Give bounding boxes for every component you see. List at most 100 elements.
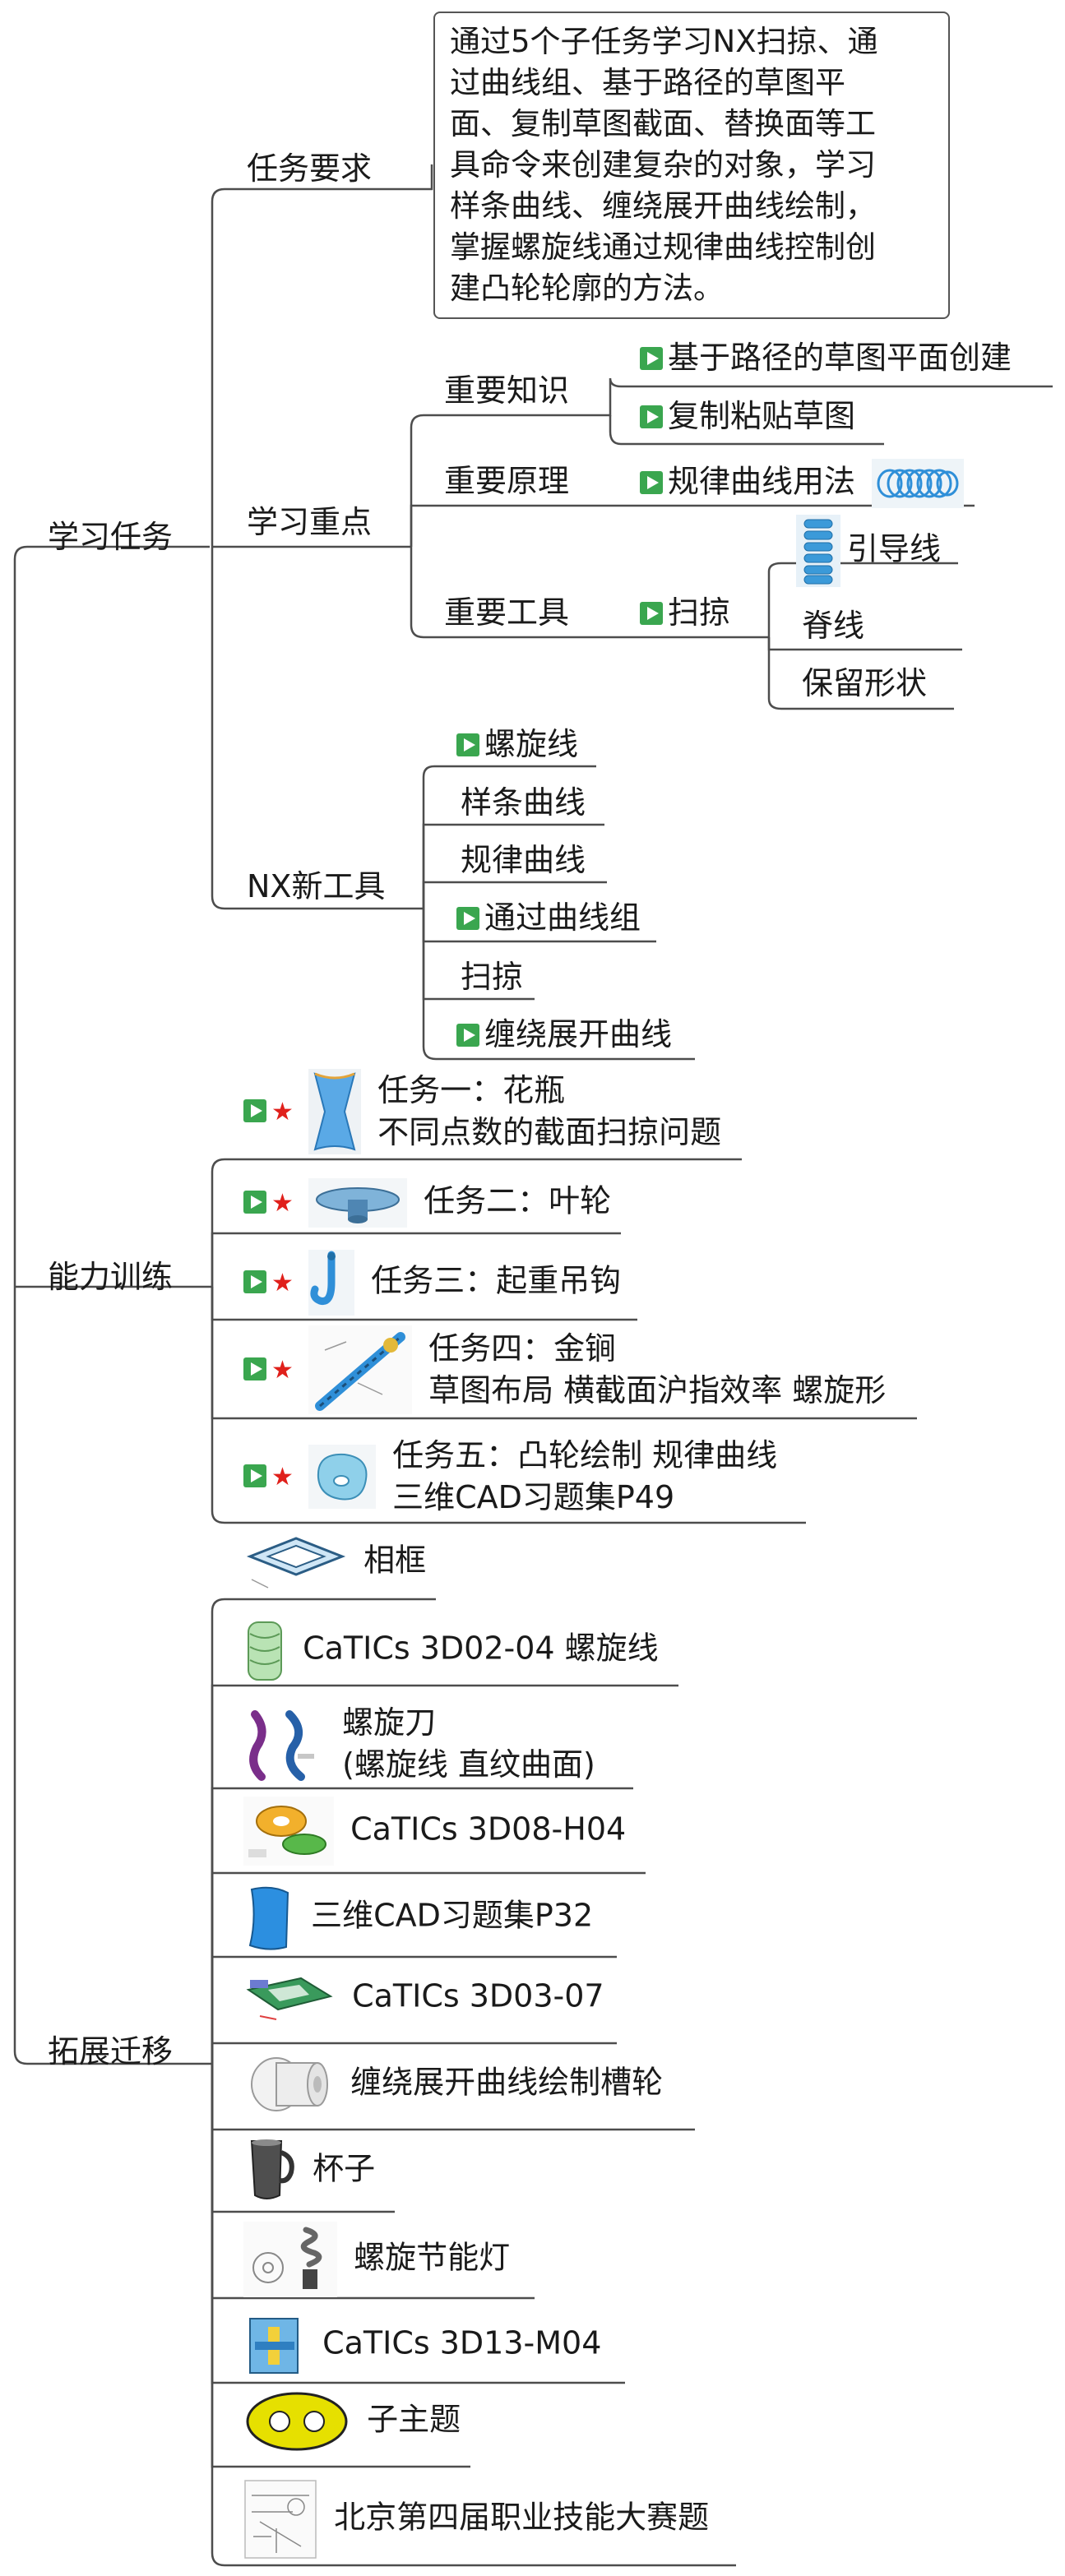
extension-item[interactable]: 螺旋刀 (螺旋线 直纹曲面) xyxy=(243,1702,595,1787)
extension-title: 杯子 xyxy=(313,2150,376,2187)
extension-title: CaTICs 3D13-M04 xyxy=(322,2324,602,2361)
extension-title: 螺旋刀 xyxy=(342,1704,437,1741)
principle-item[interactable]: 规律曲线用法 xyxy=(640,459,970,508)
knowledge-item-label: 基于路径的草图平面创建 xyxy=(668,340,1012,376)
task-title: 任务二：叶轮 xyxy=(424,1182,612,1219)
task-item[interactable]: ★ 任务三：起重吊钩 xyxy=(243,1250,621,1316)
flag-icon xyxy=(640,470,663,494)
task-item[interactable]: ★ 任务四：金锏 草图布局 横截面沪指效率 螺旋形 xyxy=(243,1325,886,1414)
flag-icon xyxy=(456,733,479,756)
nx-tool-item[interactable]: 螺旋线 xyxy=(456,725,578,765)
tool-sweep-label: 扫掠 xyxy=(668,594,731,631)
nx-tool-item[interactable]: 缠绕展开曲线 xyxy=(456,1015,672,1055)
task-item[interactable]: ★ 任务一：花瓶 不同点数的截面扫掠问题 xyxy=(243,1069,721,1154)
task-title: 任务五：凸轮绘制 规律曲线 xyxy=(392,1437,778,1473)
sweep-preserve-shape[interactable]: 保留形状 xyxy=(802,665,928,701)
key-tools[interactable]: 重要工具 xyxy=(444,594,570,631)
extension-title: 子主题 xyxy=(367,2401,461,2438)
task-title: 任务四：金锏 xyxy=(428,1330,617,1367)
task-item[interactable]: ★ 任务五：凸轮绘制 规律曲线 三维CAD习题集P49 xyxy=(243,1435,777,1519)
vase-model-icon xyxy=(308,1069,361,1154)
task-subtitle: 草图布局 横截面沪指效率 螺旋形 xyxy=(428,1372,887,1408)
branch-learning-tasks[interactable]: 学习任务 xyxy=(48,519,174,555)
task-item[interactable]: ★ 任务二：叶轮 xyxy=(243,1178,611,1228)
key-knowledge[interactable]: 重要知识 xyxy=(444,372,570,409)
extension-item[interactable]: 相框 xyxy=(243,1533,426,1591)
task-subtitle: 不同点数的截面扫掠问题 xyxy=(377,1114,722,1150)
cup-model-icon xyxy=(250,2139,294,2199)
requirements-line: 具命令来创建复杂的对象，学习 xyxy=(450,146,876,183)
requirements-line: 过曲线组、基于路径的草图平 xyxy=(450,64,845,100)
extension-item[interactable]: CaTICs 3D02-04 螺旋线 xyxy=(243,1616,659,1685)
nx-tool-label: 螺旋线 xyxy=(484,726,579,762)
flag-icon xyxy=(456,907,479,930)
knowledge-item[interactable]: 复制粘贴草图 xyxy=(640,397,855,437)
knowledge-item[interactable]: 基于路径的草图平面创建 xyxy=(640,339,1012,378)
branch-extension[interactable]: 拓展迁移 xyxy=(48,2033,174,2070)
flag-icon xyxy=(243,1098,266,1122)
star-icon: ★ xyxy=(271,1097,294,1126)
flag-icon xyxy=(243,1270,266,1293)
task-title: 任务三：起重吊钩 xyxy=(371,1262,622,1299)
extension-item[interactable]: 北京第四届职业技能大赛题 xyxy=(243,2479,709,2560)
key-points[interactable]: 学习重点 xyxy=(247,504,373,540)
task-subtitle: 三维CAD习题集P49 xyxy=(392,1479,675,1516)
requirements-line: 通过5个子任务学习NX扫掠、通 xyxy=(450,24,878,59)
requirements-line: 样条曲线、缠绕展开曲线绘制， xyxy=(450,187,876,224)
extension-item[interactable]: CaTICs 3D03-07 xyxy=(243,1972,604,2024)
extension-item[interactable]: CaTICs 3D13-M04 xyxy=(243,2310,601,2379)
star-icon: ★ xyxy=(271,1462,294,1491)
extension-item[interactable]: 螺旋节能灯 xyxy=(243,2222,510,2297)
spring-coil-icon xyxy=(872,459,965,508)
sweep-spine[interactable]: 脊线 xyxy=(802,608,865,644)
flag-icon xyxy=(243,1464,266,1487)
flag-icon xyxy=(640,602,663,625)
ring-model-icon xyxy=(246,2392,348,2451)
requirements-line: 建凸轮轮廓的方法。 xyxy=(450,270,724,306)
knowledge-item-label: 复制粘贴草图 xyxy=(668,398,856,434)
extension-title: CaTICs 3D03-07 xyxy=(352,1977,604,2014)
sweep-guide-line[interactable]: 引导线 xyxy=(796,515,941,587)
coil-spring-icon xyxy=(796,515,840,587)
extension-subtitle: (螺旋线 直纹曲面) xyxy=(342,1746,595,1783)
slot-plate-icon xyxy=(246,1977,333,2020)
geneva-wheel-icon xyxy=(251,2057,328,2111)
hook-model-icon xyxy=(308,1250,354,1316)
part-drawing-icon xyxy=(243,1797,334,1866)
task-requirements[interactable]: 任务要求 xyxy=(247,150,373,187)
key-principle[interactable]: 重要原理 xyxy=(444,463,570,499)
nx-tool-item[interactable]: 通过曲线组 xyxy=(456,899,641,938)
extension-title: 螺旋节能灯 xyxy=(354,2239,511,2276)
extension-item[interactable]: 三维CAD习题集P32 xyxy=(243,1883,593,1952)
spiral-lamp-icon xyxy=(243,2222,337,2297)
star-icon: ★ xyxy=(271,1188,294,1218)
block-model-icon xyxy=(249,2318,299,2374)
extension-item[interactable]: 子主题 xyxy=(243,2389,461,2454)
sweep-guide-label: 引导线 xyxy=(847,530,942,567)
extension-item[interactable]: CaTICs 3D08-H04 xyxy=(243,1797,626,1866)
spiral-blade-icon xyxy=(249,1710,314,1782)
extension-title: 相框 xyxy=(363,1542,427,1579)
flag-icon xyxy=(640,347,663,370)
star-icon: ★ xyxy=(271,1268,294,1297)
cam-model-icon xyxy=(308,1445,376,1510)
nx-tool-item[interactable]: 样条曲线 xyxy=(461,784,586,821)
blue-solid-icon xyxy=(248,1886,289,1950)
frame-model-icon xyxy=(246,1537,346,1589)
branch-ability-training[interactable]: 能力训练 xyxy=(48,1259,174,1295)
extension-title: CaTICs 3D08-H04 xyxy=(350,1811,627,1848)
extension-title: 缠绕展开曲线绘制槽轮 xyxy=(350,2064,664,2101)
nx-new-tools[interactable]: NX新工具 xyxy=(247,868,386,904)
extension-item[interactable]: 杯子 xyxy=(243,2136,375,2205)
requirements-line: 面、复制草图截面、替换面等工 xyxy=(450,105,876,141)
nx-tool-item[interactable]: 规律曲线 xyxy=(461,842,586,878)
mace-model-icon xyxy=(308,1325,412,1414)
flag-icon xyxy=(640,405,663,428)
extension-item[interactable]: 缠绕展开曲线绘制槽轮 xyxy=(243,2051,663,2117)
nx-tool-item[interactable]: 扫掠 xyxy=(461,959,524,995)
tool-sweep[interactable]: 扫掠 xyxy=(640,594,730,633)
helix-cylinder-icon xyxy=(248,1621,282,1681)
star-icon: ★ xyxy=(271,1355,294,1385)
